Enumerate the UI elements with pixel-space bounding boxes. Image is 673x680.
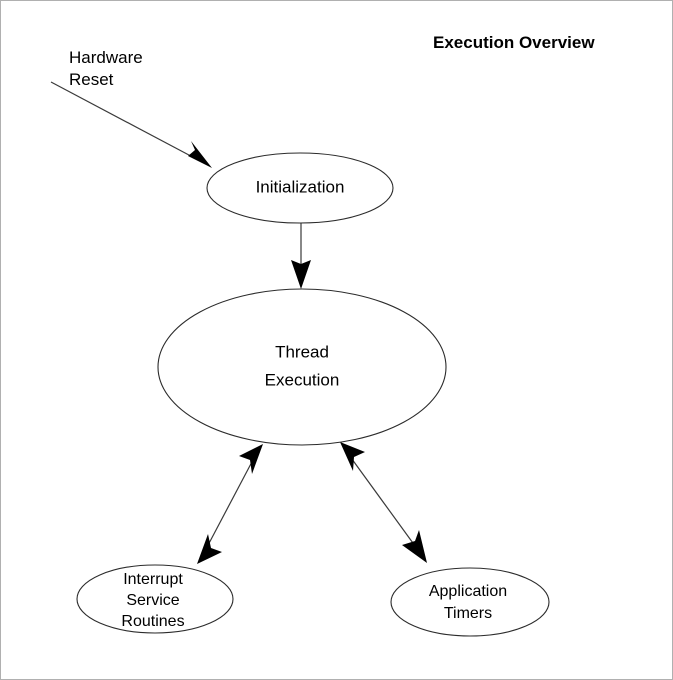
node-interrupt-service-routines-label-line2: Service [126,592,179,609]
node-thread-execution-shape[interactable] [157,288,447,446]
arrow-head-into-interrupt-service-routines [197,534,222,564]
entry-label-line2: Reset [69,70,114,89]
edge-thread-execution-to-application-timers [340,442,427,563]
entry-label-hardware-reset: Hardware Reset [69,48,143,89]
arrow-head-into-thread-execution-left [239,444,263,474]
arrow-head-into-application-timers [402,530,427,563]
node-thread-execution[interactable]: Thread Execution [157,288,447,446]
node-interrupt-service-routines-label-line1: Interrupt [123,571,183,588]
node-interrupt-service-routines-shape[interactable] [76,564,234,634]
arrow-head-into-thread-execution-right [340,442,365,471]
node-initialization[interactable]: Initialization [206,152,394,224]
node-thread-execution-label-line1: Thread [275,342,329,361]
edge-line-thread-isr [205,457,255,550]
node-application-timers-label-line2: Timers [444,605,492,622]
node-initialization-shape[interactable] [206,152,394,224]
node-application-timers-label-line1: Application [429,583,507,600]
edge-line-thread-timers [348,454,419,551]
edge-hardware-reset-to-initialization [50,81,212,168]
edge-initialization-to-thread-execution [291,223,311,289]
diagram-title: Execution Overview [433,33,595,52]
entry-label-line1: Hardware [69,48,143,67]
node-application-timers[interactable]: Application Timers [390,567,550,637]
arrow-head-into-initialization [188,141,212,168]
arrow-head-into-thread-execution-top [291,260,311,289]
edge-line-hardware-reset [50,81,205,164]
node-thread-execution-label-line2: Execution [265,370,340,389]
node-interrupt-service-routines-label-line3: Routines [121,613,184,630]
node-initialization-label: Initialization [256,177,345,196]
edge-thread-execution-to-interrupt-service-routines [197,444,263,564]
node-interrupt-service-routines[interactable]: Interrupt Service Routines [76,564,234,634]
node-application-timers-shape[interactable] [390,567,550,637]
